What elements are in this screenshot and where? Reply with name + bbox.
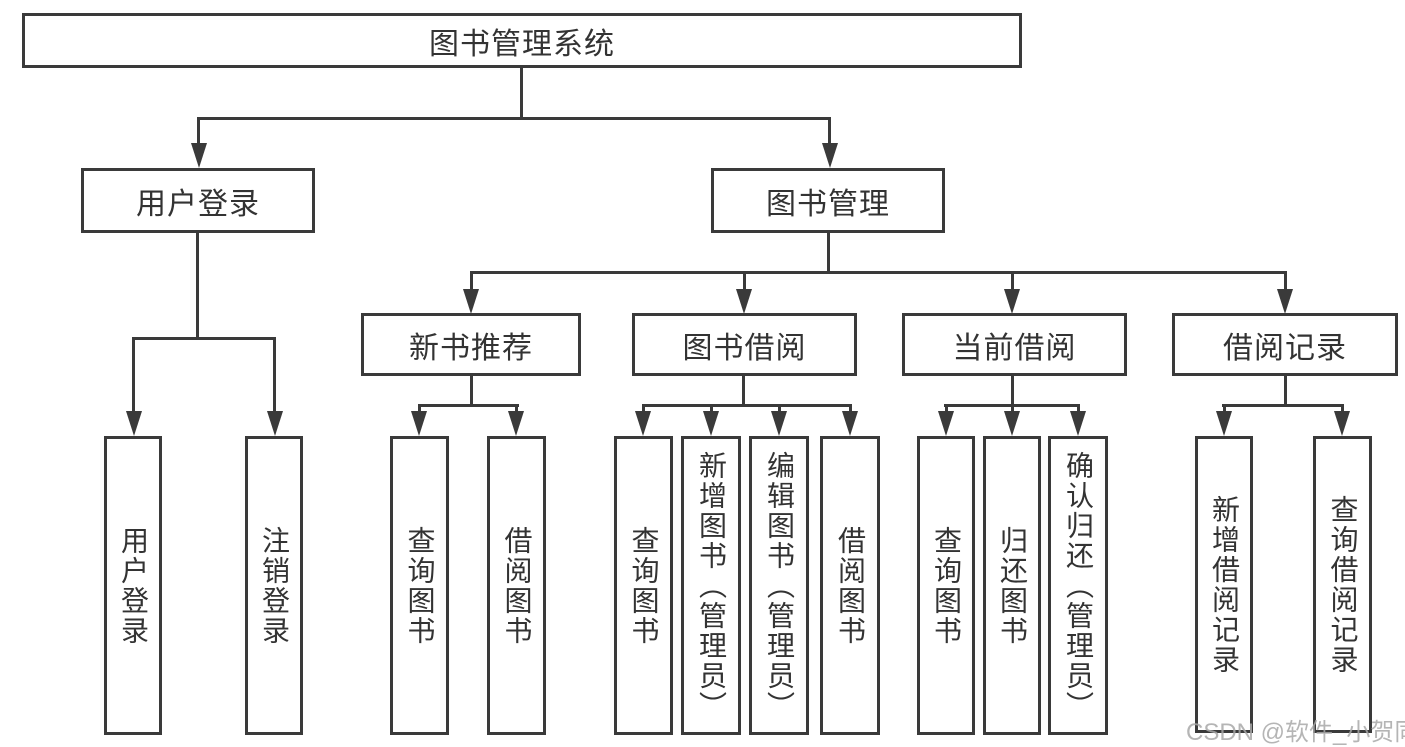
connector-drop-leaf-user-login: [132, 339, 135, 413]
leaf-edit-book: 编辑图书（管理员）: [749, 436, 809, 735]
connector-rail-current-borrow: [944, 404, 1080, 407]
arrowhead-current-borrow: [1004, 289, 1020, 314]
connector-drop-book-mgmt: [828, 119, 831, 145]
leaf-borrow-book-rec: 借阅图书: [487, 436, 546, 735]
node-new-book-rec: 新书推荐: [361, 313, 581, 376]
node-user-login: 用户登录: [81, 168, 315, 233]
leaf-add-book: 新增图书（管理员）: [681, 436, 741, 735]
leaf-query-book-current: 查询图书: [917, 436, 975, 735]
connector-level1-rail: [197, 117, 831, 120]
arrowhead-edit-book: [771, 411, 787, 436]
arrowhead-query-record: [1334, 411, 1350, 436]
node-book-borrow: 图书借阅: [632, 313, 857, 376]
leaf-query-record: 查询借阅记录: [1313, 436, 1372, 733]
arrowhead-borrow-book-borrow: [842, 411, 858, 436]
arrowhead-confirm-return: [1070, 411, 1086, 436]
leaf-borrow-book-borrow: 借阅图书: [820, 436, 880, 735]
node-root: 图书管理系统: [22, 13, 1022, 68]
connector-drop-current-borrow: [1011, 273, 1014, 294]
node-current-borrow: 当前借阅: [902, 313, 1127, 376]
leaf-confirm-return: 确认归还（管理员）: [1048, 436, 1108, 735]
arrowhead-add-record: [1216, 411, 1232, 436]
connector-book-borrow-stem: [742, 376, 745, 406]
node-book-mgmt: 图书管理: [711, 168, 945, 233]
connector-level2-rail: [470, 271, 1287, 274]
connector-rail-new-book-rec: [418, 404, 519, 407]
arrowhead-book-mgmt: [822, 143, 838, 168]
connector-drop-new-book-rec: [470, 273, 473, 294]
connector-book-mgmt-stem: [827, 233, 830, 273]
leaf-user-login: 用户登录: [104, 436, 162, 735]
arrowhead-new-book-rec: [463, 289, 479, 314]
connector-current-borrow-stem: [1011, 376, 1014, 406]
connector-drop-user-login: [197, 119, 200, 145]
leaf-logout: 注销登录: [245, 436, 303, 735]
connector-user-login-rail: [132, 337, 276, 340]
connector-drop-leaf-logout: [273, 339, 276, 413]
arrowhead-leaf-logout: [267, 411, 283, 436]
arrowhead-borrow-records: [1277, 289, 1293, 314]
arrowhead-query-book-borrow: [635, 411, 651, 436]
leaf-return-book: 归还图书: [983, 436, 1041, 735]
connector-rail-book-borrow: [642, 404, 852, 407]
watermark-text: CSDN @软件_小贺同学: [1186, 719, 1405, 746]
leaf-query-book-borrow: 查询图书: [614, 436, 673, 735]
connector-drop-borrow-records: [1284, 273, 1287, 294]
arrowhead-return-book: [1004, 411, 1020, 436]
arrowhead-query-book-rec: [411, 411, 427, 436]
arrowhead-book-borrow: [736, 289, 752, 314]
connector-new-book-rec-stem: [470, 376, 473, 406]
leaf-query-book-rec: 查询图书: [390, 436, 449, 735]
arrowhead-add-book: [703, 411, 719, 436]
connector-user-login-stem: [196, 233, 199, 339]
arrowhead-query-book-current: [938, 411, 954, 436]
arrowhead-leaf-user-login: [126, 411, 142, 436]
leaf-add-record: 新增借阅记录: [1195, 436, 1253, 733]
connector-rail-borrow-records: [1222, 404, 1344, 407]
node-borrow-records: 借阅记录: [1172, 313, 1398, 376]
connector-root-stem: [520, 68, 523, 119]
connector-borrow-records-stem: [1284, 376, 1287, 406]
arrowhead-user-login: [191, 143, 207, 168]
arrowhead-borrow-book-rec: [508, 411, 524, 436]
connector-drop-book-borrow: [743, 273, 746, 294]
